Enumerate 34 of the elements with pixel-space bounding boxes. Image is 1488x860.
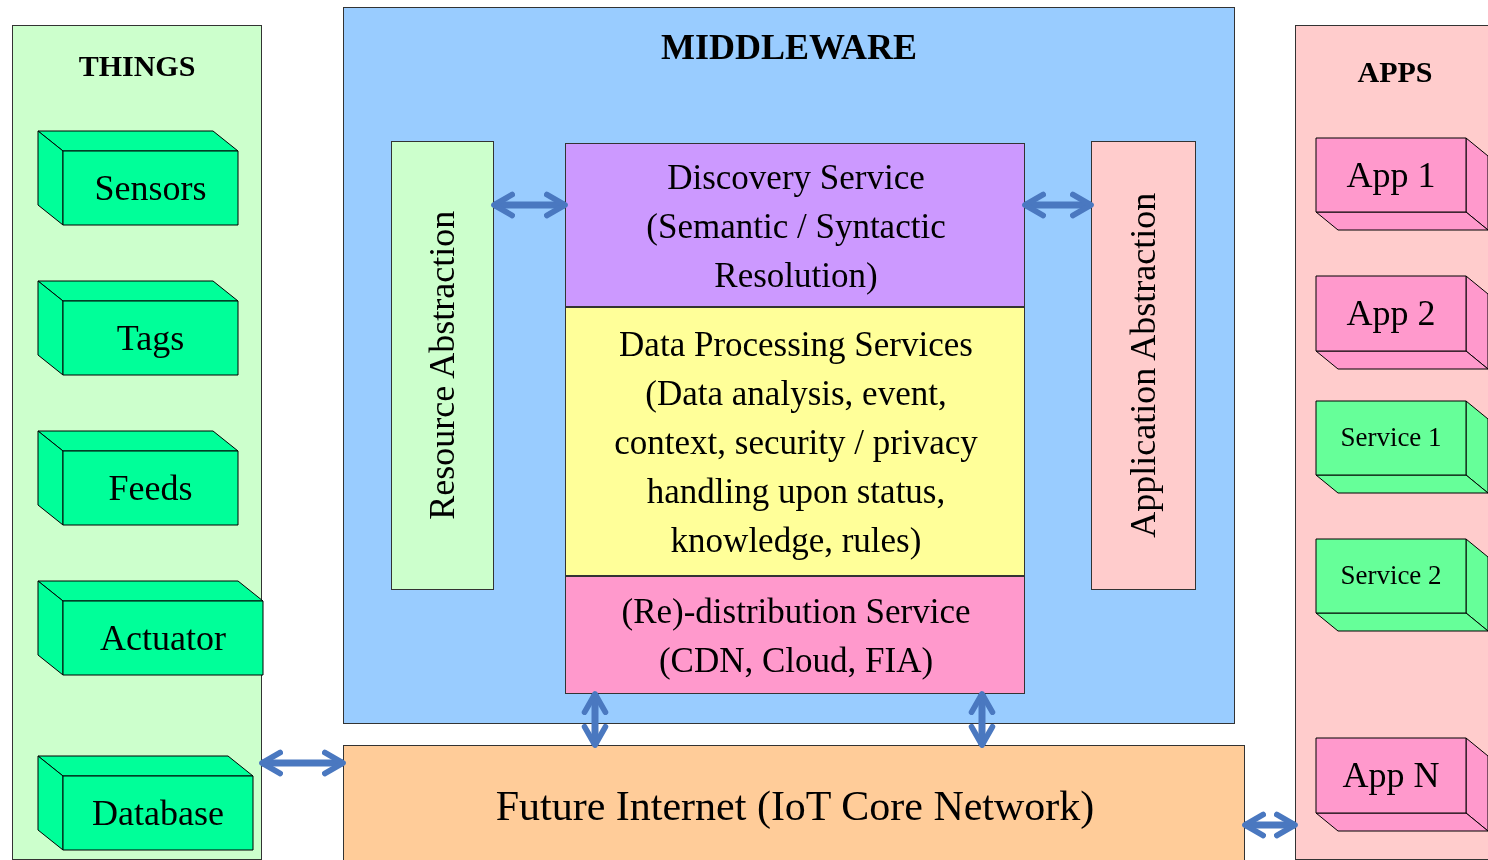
node-label: Sensors	[94, 166, 207, 210]
panel	[1295, 25, 1488, 860]
layer-box	[565, 576, 1025, 694]
panel	[12, 25, 262, 860]
vertical-box	[1091, 141, 1196, 590]
node-label: App 1	[1346, 153, 1436, 197]
panel-title: MIDDLEWARE	[660, 26, 918, 68]
node-label: (Re)-distribution Service (CDN, Cloud, FIA)	[620, 591, 972, 682]
node-label: Resource Abstraction	[421, 211, 464, 520]
double-arrow	[1242, 811, 1298, 839]
node-label: Database	[92, 791, 224, 835]
vertical-box	[391, 141, 494, 590]
layer-box	[343, 745, 1245, 860]
node-label: App 2	[1346, 292, 1436, 336]
panel	[343, 7, 1235, 724]
double-arrow	[581, 691, 609, 748]
double-arrow	[491, 191, 568, 219]
node-label: Actuator	[100, 616, 226, 660]
double-arrow	[1022, 191, 1094, 219]
double-arrow	[259, 749, 346, 777]
node-label: Data Processing Services (Data analysis, event, context, security / privacy handling upon status, knowledge, rules)	[613, 324, 979, 562]
node-label: Feeds	[108, 466, 193, 510]
node-label: Application Abstraction	[1122, 193, 1165, 538]
panel-title: APPS	[1356, 55, 1434, 89]
double-arrow	[968, 691, 996, 748]
node-label: Future Internet (IoT Core Network)	[495, 781, 1095, 831]
panel-title: THINGS	[77, 49, 197, 83]
node-label: Service 2	[1340, 559, 1442, 593]
node-label: Discovery Service (Semantic / Syntactic Resolution)	[645, 156, 947, 297]
node-label: Tags	[116, 316, 185, 360]
layer-box	[565, 143, 1025, 307]
layer-box	[565, 307, 1025, 576]
node-label: App N	[1342, 754, 1440, 798]
node-label: Service 1	[1340, 421, 1442, 455]
